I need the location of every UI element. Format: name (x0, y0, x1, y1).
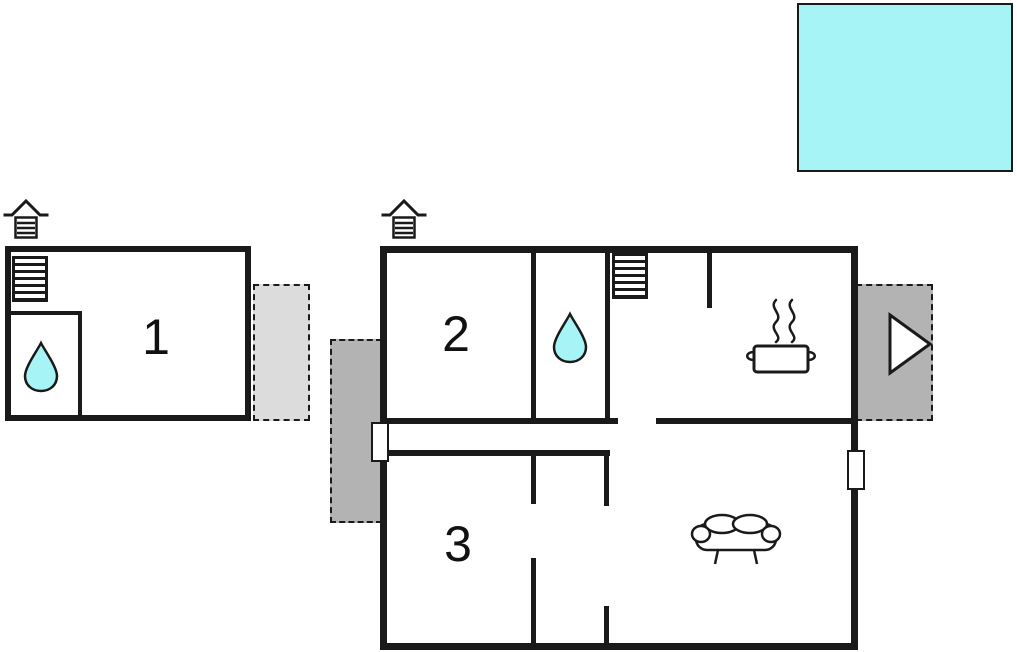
water-drop-icon (552, 311, 588, 364)
room-1-label: 1 (142, 309, 170, 365)
interior-wall-segment (605, 253, 610, 418)
radiator-icon (612, 253, 648, 299)
room-2-label: 2 (442, 306, 470, 362)
window-door-marker (371, 422, 389, 462)
window-door-marker (847, 450, 865, 490)
interior-wall-segment (11, 311, 81, 315)
interior-wall-segment (531, 253, 536, 418)
interior-wall-segment (604, 606, 609, 643)
interior-wall-segment (78, 311, 82, 415)
chimney-icon (381, 198, 427, 239)
fireplace-triangle-icon (888, 312, 933, 376)
interior-wall-segment (387, 450, 610, 456)
interior-wall-segment (531, 456, 536, 504)
interior-wall-segment (656, 418, 851, 424)
interior-wall-segment (531, 558, 536, 643)
stove-pot-icon (746, 298, 816, 374)
swimming-pool (797, 3, 1013, 172)
chimney-icon (3, 198, 49, 239)
interior-wall-segment (604, 456, 609, 506)
interior-wall-segment (707, 253, 712, 308)
terrace-light (253, 284, 310, 421)
interior-wall-segment (387, 418, 618, 424)
room-3-label: 3 (444, 516, 472, 572)
sofa-icon (690, 513, 782, 565)
water-drop-icon (23, 340, 59, 393)
building-1-outline (5, 246, 251, 421)
radiator-icon (12, 256, 48, 302)
